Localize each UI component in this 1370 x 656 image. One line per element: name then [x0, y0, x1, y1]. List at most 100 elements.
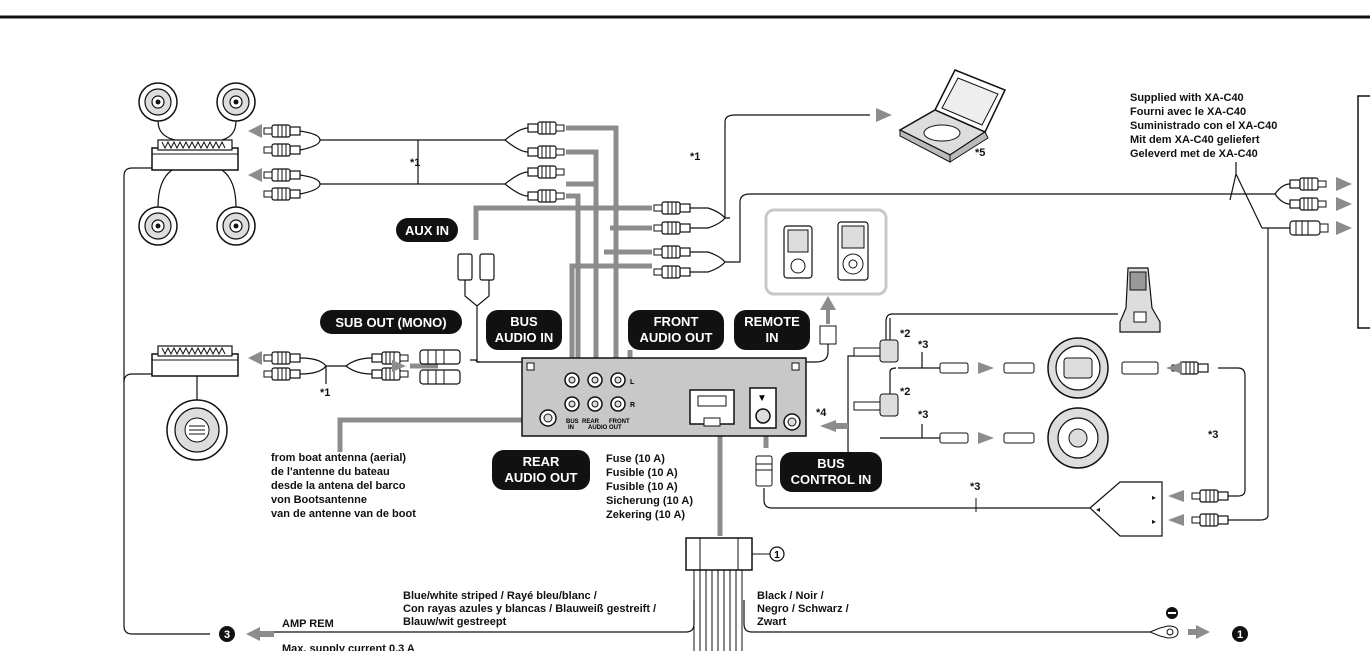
gray-arrows-top-left: [248, 124, 262, 182]
power-connector: [685, 537, 785, 651]
antenna-text-block: from boat antenna (aerial) de l'antenne …: [271, 452, 416, 520]
jack-cables: [880, 352, 940, 439]
fuse-line-2: Fusible (10 A): [606, 467, 678, 479]
pill-bus-control-in-line2: CONTROL IN: [791, 472, 872, 487]
antenna-line-1: from boat antenna (aerial): [271, 452, 406, 464]
gray-arrows-junction: [1168, 490, 1184, 526]
pill-bus-audio-in-line2: AUDIO IN: [495, 330, 554, 345]
black-line-3: Zwart: [757, 616, 787, 628]
antenna-line-2: de l'antenne du bateau: [271, 466, 390, 478]
antenna-line-3: desde la antena del barco: [271, 480, 406, 492]
junction-box: ▸ ▸ ◂: [1089, 481, 1163, 537]
gray-arrows-mid: [978, 362, 994, 444]
remote-eye-sensor: [1119, 267, 1161, 333]
gray-arrow-laptop: [876, 108, 892, 122]
round-remote-1: [1047, 337, 1109, 399]
pill-bus-audio-in: BUS AUDIO IN: [486, 310, 562, 350]
circled-1-outline-icon: [769, 546, 785, 562]
remote-plug: [819, 325, 837, 345]
circled-3-text: 3: [224, 629, 230, 641]
unit-mark-l: L: [630, 379, 635, 386]
antenna-line-5: van de antenne van de boot: [271, 508, 416, 520]
fuse-line-3: Fusible (10 A): [606, 481, 678, 493]
svg-text:◂: ◂: [1096, 505, 1100, 514]
supplied-line-4: Mit dem XA-C40 geliefert: [1130, 134, 1260, 146]
portable-dvd-player: [898, 69, 1007, 163]
bus-plug: [755, 455, 773, 487]
amplifier-top: [151, 139, 239, 171]
xa-c40-cable: [1228, 162, 1291, 521]
mini-jacks-mid: [939, 362, 1035, 444]
fuse-line-5: Zekering (10 A): [606, 509, 685, 521]
note-mark-3d: *3: [970, 481, 980, 493]
unit-mark-r: R: [630, 402, 635, 409]
speaker-bottom-left: [138, 206, 178, 246]
note-mark-1b: *1: [690, 151, 700, 163]
gray-arrows-right: [1336, 177, 1352, 235]
unit-mark-audio-out: AUDIO OUT: [588, 425, 622, 431]
pill-rear-audio-out: REAR AUDIO OUT: [492, 450, 590, 490]
supplied-line-3: Suministrado con el XA-C40: [1130, 120, 1277, 132]
circled-1-filled-icon: [1232, 626, 1248, 642]
pill-front-audio-out-line2: AUDIO OUT: [640, 330, 713, 345]
black-line-1: Black / Noir /: [757, 590, 824, 602]
gray-arrow-up-shaft: [826, 310, 830, 324]
fuse-line-4: Sicherung (10 A): [606, 495, 693, 507]
speaker-top-left: [138, 82, 178, 122]
note-mark-3b: *3: [918, 409, 928, 421]
bus-control-cable: [763, 488, 1090, 509]
pill-aux-in: AUX IN: [396, 218, 458, 242]
speaker-wires-top: [157, 120, 237, 208]
unit-mark-rear: REAR: [582, 419, 600, 425]
pill-sub-out-text: SUB OUT (MONO): [335, 315, 446, 330]
supplied-with-block: Supplied with XA-C40 Fourni avec le XA-C…: [1130, 92, 1277, 160]
speaker-top-right: [216, 82, 256, 122]
amplifier-bottom: [151, 345, 239, 377]
black-text-block: Black / Noir / Negro / Schwarz / Zwart: [757, 590, 849, 628]
rca-plugs-right: [1289, 177, 1327, 211]
rca-plugs-junction: [1191, 489, 1229, 527]
pill-bus-control-in-line1: BUS: [817, 456, 845, 471]
fuse-line-1: Fuse (10 A): [606, 453, 665, 465]
note-mark-3c: *3: [1208, 429, 1218, 441]
pill-rear-audio-out-line1: REAR: [523, 454, 560, 469]
note-mark-3a: *3: [918, 339, 928, 351]
pill-front-audio-out: FRONT AUDIO OUT: [628, 310, 724, 350]
sub-out-jacks: [419, 349, 461, 385]
blue-white-text-block: Blue/white striped / Rayé bleu/blanc / C…: [403, 590, 656, 628]
supplied-line-2: Fourni avec le XA-C40: [1130, 106, 1246, 118]
svg-text:▸: ▸: [1152, 517, 1156, 526]
sub-out-cable: [299, 357, 481, 384]
inline-connector: [1121, 361, 1209, 375]
pill-aux-in-text: AUX IN: [405, 223, 449, 238]
antenna-line-4: von Bootsantenne: [271, 494, 367, 506]
note-mark-5: *5: [975, 147, 985, 159]
round-remote-2: [1047, 407, 1109, 469]
note-mark-2a: *2: [900, 328, 910, 340]
right-angle-plug-1: [853, 339, 899, 363]
portable-audio-panel: [764, 208, 888, 296]
pill-sub-out: SUB OUT (MONO): [320, 310, 462, 334]
circled-1-outline-text: 1: [774, 550, 780, 561]
max-supply-label: Max. supply current 0.3 A: [282, 643, 415, 651]
svg-text:▸: ▸: [1152, 493, 1156, 502]
head-unit: L R BUS IN REAR FRONT AUDIO OUT ▼: [521, 357, 807, 437]
supplied-line-1: Supplied with XA-C40: [1130, 92, 1244, 104]
amp-rem-label: AMP REM: [282, 618, 334, 630]
fuse-text-block: Fuse (10 A) Fusible (10 A) Fusible (10 A…: [606, 453, 693, 521]
speaker-bottom-right: [216, 206, 256, 246]
note-mark-1c: *1: [320, 387, 330, 399]
blue-white-line-2: Con rayas azules y blancas / Blauweiß ge…: [403, 603, 656, 615]
rca-plugs-center: [653, 201, 691, 279]
unit-mark-in: IN: [568, 425, 574, 431]
gray-arrows-sub: [248, 351, 406, 372]
ground-terminal: [1148, 607, 1179, 639]
pill-front-audio-out-line1: FRONT: [654, 314, 699, 329]
amp-rem-wire: [123, 167, 210, 635]
subwoofer: [166, 399, 228, 461]
mini-jack-right: [1289, 220, 1329, 236]
note-mark-2b: *2: [900, 386, 910, 398]
pill-remote-in-line2: IN: [766, 330, 779, 345]
pill-rear-audio-out-line2: AUDIO OUT: [505, 470, 578, 485]
